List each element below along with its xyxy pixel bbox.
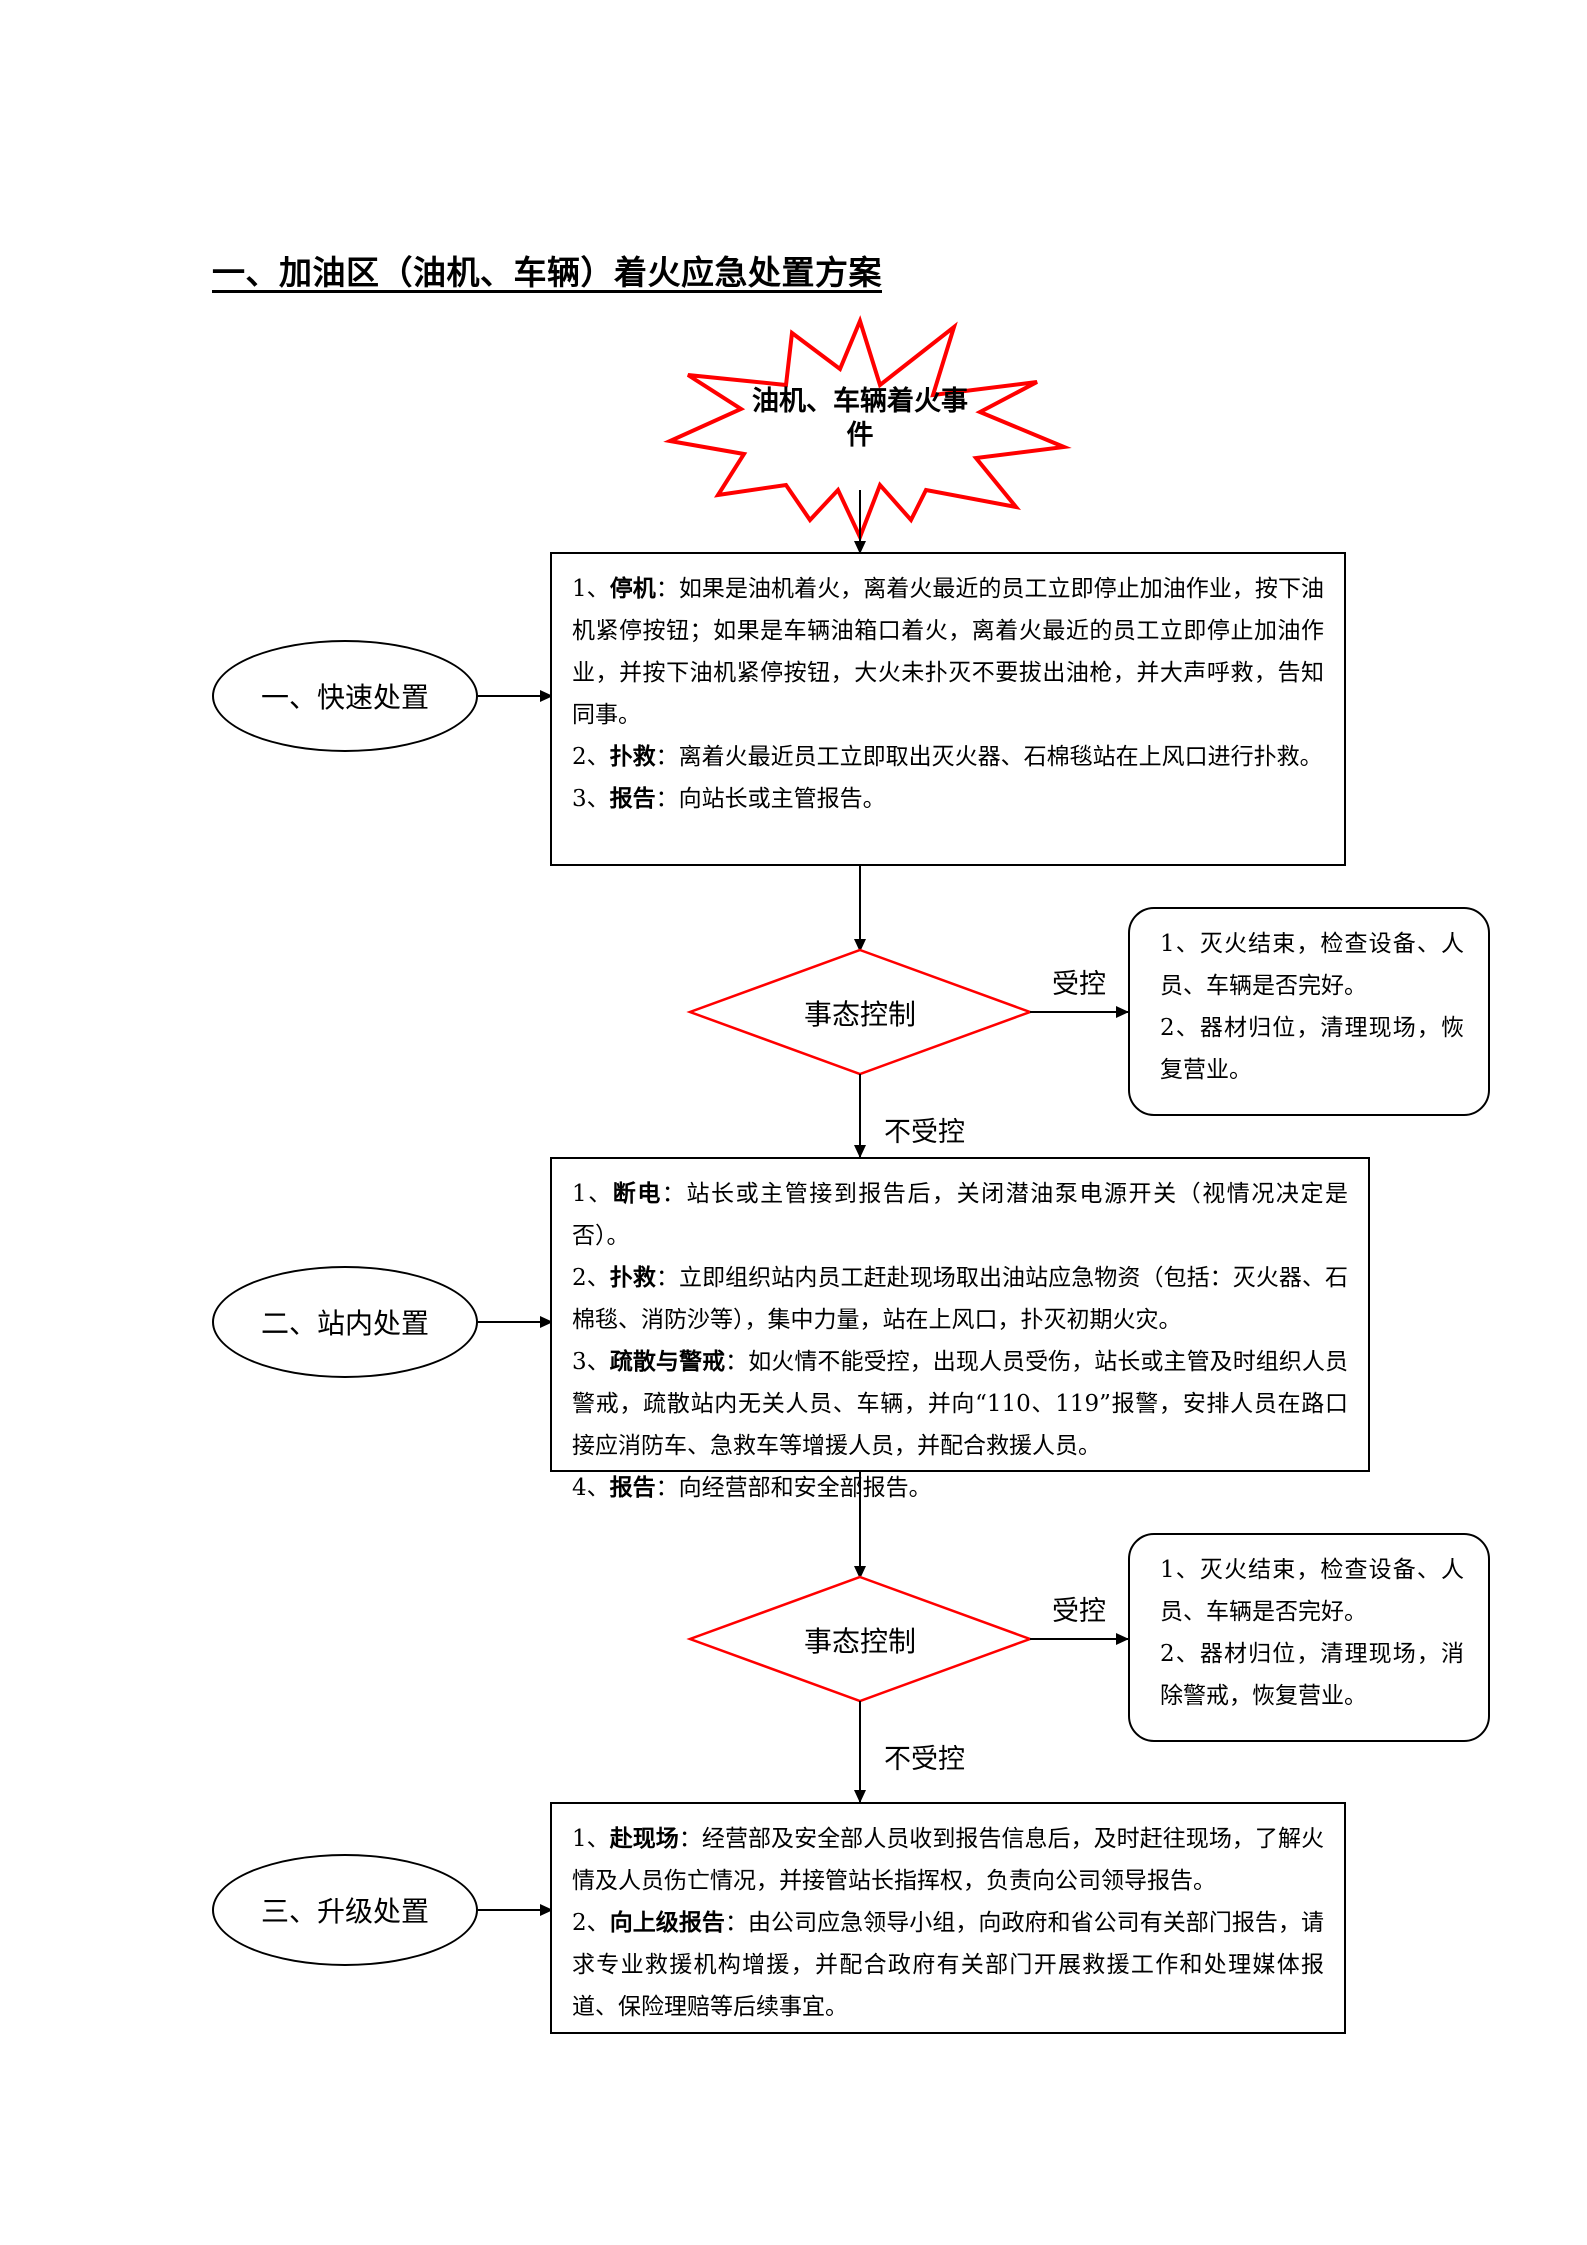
item-heading: 疏散与警戒 [609, 1348, 726, 1375]
item-number: 3、 [572, 786, 610, 812]
item-text: 经营部及安全部人员收到报告信息后，及时赶往现场，了解火情及人员伤亡情况，并接管站… [572, 1826, 1325, 1894]
stage2-box: 1、断电：站长或主管接到报告后，关闭潜油泵电源开关（视情况决定是否）。 2、扑救… [550, 1157, 1370, 1501]
stage1-item-1: 1、停机：如果是油机着火，离着火最近的员工立即停止加油作业，按下油机紧停按钮；如… [572, 568, 1324, 736]
item-separator: ： [725, 1349, 749, 1375]
decision1-result-item: 2、器材归位，清理现场，恢复营业。 [1160, 1015, 1464, 1083]
item-text: 如火情不能受控，出现人员受伤，站长或主管及时组织人员警戒，疏散站内无关人员、车辆… [572, 1349, 1349, 1459]
item-text: 向站长或主管报告。 [678, 786, 886, 812]
stage1-item-2: 2、扑救：离着火最近员工立即取出灭火器、石棉毯站在上风口进行扑救。 [572, 736, 1324, 778]
item-text: 向经营部和安全部报告。 [678, 1475, 932, 1501]
stage1-item-3: 3、报告：向站长或主管报告。 [572, 778, 1324, 820]
stage3-box: 1、赴现场：经营部及安全部人员收到报告信息后，及时赶往现场，了解火情及人员伤亡情… [550, 1802, 1346, 2034]
decision1-result-box: 1、灭火结束，检查设备、人员、车辆是否完好。 2、器材归位，清理现场，恢复营业。 [1128, 907, 1490, 1116]
item-heading: 扑救 [609, 743, 656, 770]
item-number: 2、 [572, 1910, 610, 1936]
decision2-result-item: 2、器材归位，清理现场，消除警戒，恢复营业。 [1160, 1641, 1464, 1709]
decision2-yes-label: 受控 [1052, 1596, 1106, 1627]
stage2-item-2: 2、扑救：立即组织站内员工赶赴现场取出油站应急物资（包括：灭火器、石棉毯、消防沙… [572, 1257, 1348, 1341]
stage1-oval: 一、快速处置 [212, 640, 478, 752]
stage3-item-2: 2、向上级报告：由公司应急领导小组，向政府和省公司有关部门报告，请求专业救援机构… [572, 1902, 1324, 2028]
start-event-label: 油机、车辆着火事件 [752, 386, 968, 451]
item-number: 1、 [572, 576, 610, 602]
item-heading: 扑救 [609, 1264, 656, 1291]
stage2-item-1: 1、断电：站长或主管接到报告后，关闭潜油泵电源开关（视情况决定是否）。 [572, 1173, 1348, 1257]
decision2-result-box: 1、灭火结束，检查设备、人员、车辆是否完好。 2、器材归位，清理现场，消除警戒，… [1128, 1533, 1490, 1742]
decision2-no-label: 不受控 [884, 1744, 965, 1775]
item-text: 离着火最近员工立即取出灭火器、石棉毯站在上风口进行扑救。 [678, 744, 1323, 770]
item-number: 3、 [572, 1349, 610, 1375]
item-heading: 赴现场 [609, 1825, 679, 1852]
stage3-oval: 三、升级处置 [212, 1854, 478, 1966]
decision1-yes-label: 受控 [1052, 969, 1106, 1000]
item-separator: ： [724, 1910, 748, 1936]
decision1-no-label: 不受控 [884, 1117, 965, 1148]
item-number: 4、 [572, 1475, 610, 1501]
item-separator: ： [655, 786, 679, 812]
item-text: 站长或主管接到报告后，关闭潜油泵电源开关（视情况决定是否）。 [572, 1181, 1349, 1249]
item-heading: 向上级报告 [609, 1909, 725, 1936]
item-number: 1、 [572, 1181, 613, 1207]
item-separator: ： [655, 744, 679, 770]
item-separator: ： [661, 1181, 687, 1207]
item-separator: ： [655, 1265, 680, 1291]
item-text: 由公司应急领导小组，向政府和省公司有关部门报告，请求专业救援机构增援，并配合政府… [572, 1910, 1325, 2020]
item-heading: 报告 [609, 785, 656, 812]
item-separator: ： [655, 576, 679, 602]
stage2-item-3: 3、疏散与警戒：如火情不能受控，出现人员受伤，站长或主管及时组织人员警戒，疏散站… [572, 1341, 1348, 1467]
item-heading: 报告 [609, 1474, 656, 1501]
decision1-label: 事态控制 [803, 998, 916, 1031]
stage1-box: 1、停机：如果是油机着火，离着火最近的员工立即停止加油作业，按下油机紧停按钮；如… [550, 552, 1346, 866]
item-text: 立即组织站内员工赶赴现场取出油站应急物资（包括：灭火器、石棉毯、消防沙等），集中… [572, 1265, 1349, 1333]
item-number: 2、 [572, 1265, 610, 1291]
item-heading: 断电 [612, 1180, 662, 1207]
decision2-result-item: 1、灭火结束，检查设备、人员、车辆是否完好。 [1160, 1557, 1464, 1625]
item-text: 如果是油机着火，离着火最近的员工立即停止加油作业，按下油机紧停按钮；如果是车辆油… [572, 576, 1325, 728]
item-heading: 停机 [609, 575, 656, 602]
item-number: 2、 [572, 744, 610, 770]
stage3-item-1: 1、赴现场：经营部及安全部人员收到报告信息后，及时赶往现场，了解火情及人员伤亡情… [572, 1818, 1324, 1902]
stage2-item-4: 4、报告：向经营部和安全部报告。 [572, 1467, 1348, 1509]
stage2-oval: 二、站内处置 [212, 1266, 478, 1378]
item-separator: ： [655, 1475, 679, 1501]
decision2-label: 事态控制 [803, 1625, 916, 1658]
item-number: 1、 [572, 1826, 610, 1852]
decision1-result-item: 1、灭火结束，检查设备、人员、车辆是否完好。 [1160, 931, 1464, 999]
page-title: 一、加油区（油机、车辆）着火应急处置方案 [212, 253, 882, 292]
item-separator: ： [678, 1826, 702, 1852]
